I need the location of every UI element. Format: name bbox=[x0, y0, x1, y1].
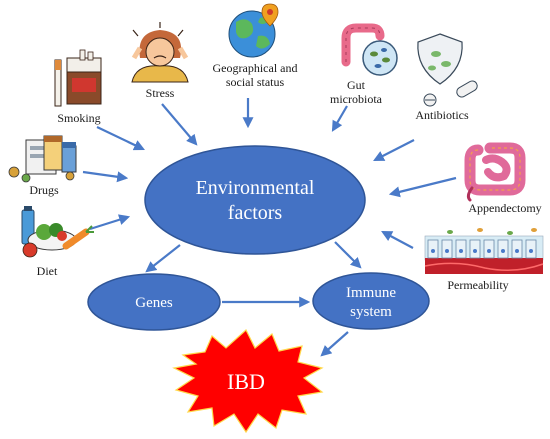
arrow-diet bbox=[89, 214, 131, 231]
globe-location-icon bbox=[228, 3, 279, 58]
arrow-drugs bbox=[82, 170, 129, 183]
arrow-stress bbox=[161, 103, 198, 146]
arrow-antibiotics bbox=[373, 139, 415, 162]
healthy-food-icon bbox=[21, 206, 94, 258]
antibiotics-pills-icon bbox=[417, 33, 478, 107]
stress-label: Stress bbox=[146, 86, 175, 100]
cigarette-pack-icon bbox=[54, 49, 102, 107]
intestine-bacteria-icon bbox=[341, 23, 398, 76]
immune-system-label-line1: Immune bbox=[346, 285, 396, 301]
permeability-label: Permeability bbox=[447, 278, 508, 292]
arrow-gut bbox=[331, 105, 348, 132]
immune-system-label-line2: system bbox=[350, 304, 392, 320]
arrow-appendectomy bbox=[388, 176, 457, 198]
environmental-factors-label-line2: factors bbox=[228, 202, 283, 224]
antibiotics-label: Antibiotics bbox=[415, 108, 469, 122]
ibd-label: IBD bbox=[227, 369, 265, 394]
smoking-label: Smoking bbox=[57, 111, 100, 125]
genes-label: Genes bbox=[135, 295, 173, 311]
diet-label: Diet bbox=[37, 264, 58, 278]
explosion-burst-icon bbox=[172, 329, 324, 434]
stressed-person-icon bbox=[131, 22, 189, 83]
intestinal-barrier-icon bbox=[424, 228, 544, 274]
geographical-label-line2: social status bbox=[226, 75, 285, 89]
arrow-env-genes bbox=[145, 244, 181, 273]
environmental-factors-oval bbox=[144, 145, 366, 255]
appendix-intestine-icon bbox=[464, 142, 526, 202]
appendectomy-label: Appendectomy bbox=[468, 201, 541, 215]
immune-system-oval bbox=[312, 272, 430, 330]
genes-oval bbox=[87, 273, 221, 331]
drugs-label: Drugs bbox=[29, 183, 59, 197]
arrow-permeability bbox=[381, 230, 414, 249]
environmental-factors-label-line1: Environmental bbox=[196, 177, 315, 199]
arrow-env-immune bbox=[334, 241, 362, 269]
arrow-immune-ibd bbox=[320, 331, 349, 357]
medicine-drugs-icon bbox=[8, 135, 77, 183]
arrows bbox=[82, 98, 457, 357]
arrow-smoking bbox=[96, 126, 145, 151]
gut-microbiota-label-line2: microbiota bbox=[330, 92, 383, 106]
geographical-label-line1: Geographical and bbox=[213, 61, 298, 75]
gut-microbiota-label-line1: Gut bbox=[347, 78, 366, 92]
